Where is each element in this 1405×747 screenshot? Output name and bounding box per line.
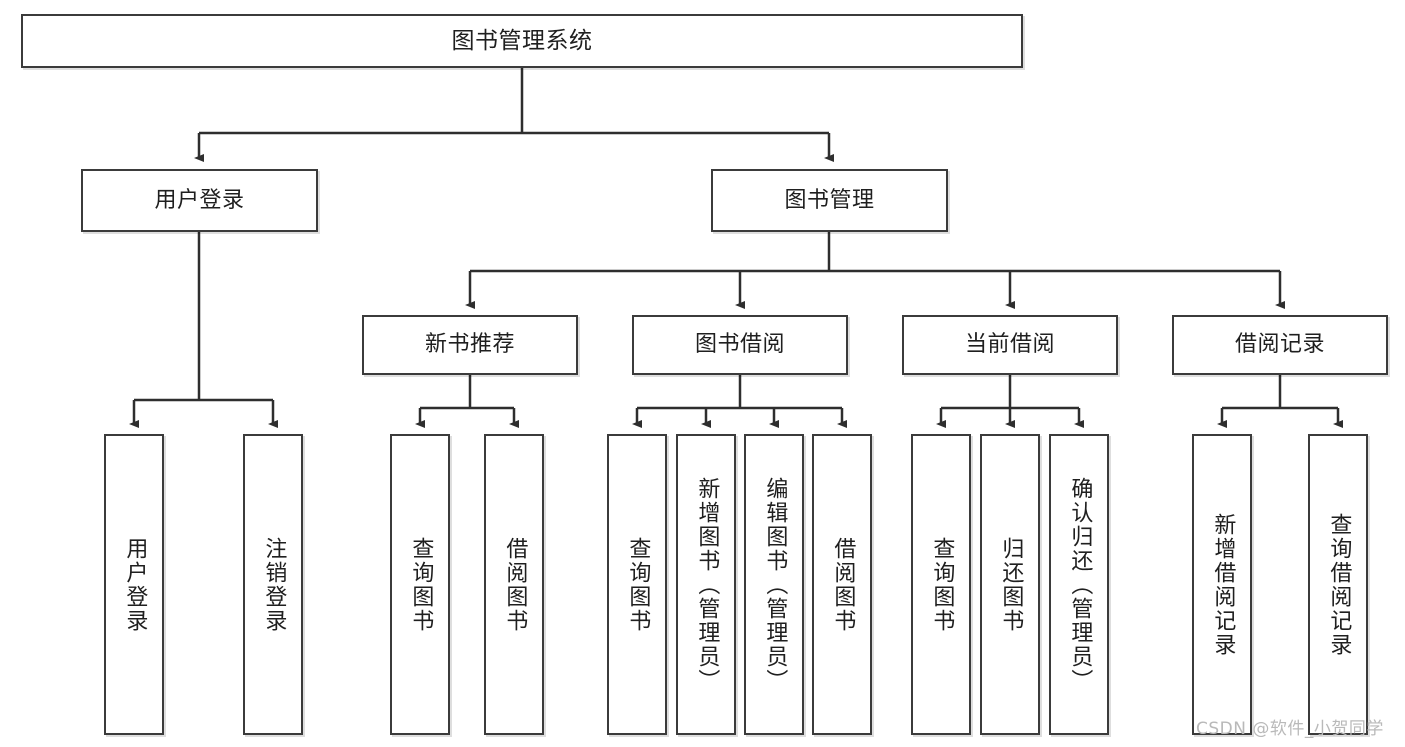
node-leaf-borrow-book-2[interactable]: 借阅图书 [812, 434, 872, 735]
node-label: 查询借阅记录 [1326, 512, 1352, 657]
node-label: 用户登录 [154, 187, 245, 213]
node-label: 确认归还（管理员） [1067, 476, 1093, 693]
node-label: 新增借阅记录 [1210, 512, 1236, 657]
node-label: 编辑图书（管理员） [762, 476, 788, 693]
node-borrow-record[interactable]: 借阅记录 [1172, 315, 1388, 375]
node-leaf-query-book-2[interactable]: 查询图书 [607, 434, 667, 735]
node-label: 当前借阅 [964, 332, 1055, 358]
node-label: 借阅记录 [1234, 332, 1325, 358]
node-label: 归还图书 [998, 536, 1024, 633]
node-label: 新书推荐 [424, 332, 515, 358]
node-book-manage[interactable]: 图书管理 [711, 169, 948, 232]
node-leaf-confirm-return[interactable]: 确认归还（管理员） [1049, 434, 1109, 735]
node-leaf-user-login[interactable]: 用户登录 [104, 434, 164, 735]
node-leaf-add-book[interactable]: 新增图书（管理员） [676, 434, 736, 735]
node-label: 查询图书 [408, 536, 434, 633]
node-label: 用户登录 [122, 536, 148, 633]
node-leaf-logout-login[interactable]: 注销登录 [243, 434, 303, 735]
node-book-borrow[interactable]: 图书借阅 [632, 315, 848, 375]
node-root-book-management-system[interactable]: 图书管理系统 [21, 14, 1023, 68]
node-user-login[interactable]: 用户登录 [81, 169, 318, 232]
node-leaf-query-borrow-record[interactable]: 查询借阅记录 [1308, 434, 1368, 735]
node-leaf-add-borrow-record[interactable]: 新增借阅记录 [1192, 434, 1252, 735]
node-label: 图书管理 [784, 187, 875, 213]
node-label: 借阅图书 [830, 536, 856, 633]
node-label: 图书管理系统 [451, 27, 593, 54]
node-label: 查询图书 [625, 536, 651, 633]
node-leaf-query-book-1[interactable]: 查询图书 [390, 434, 450, 735]
node-leaf-return-book[interactable]: 归还图书 [980, 434, 1040, 735]
node-label: 注销登录 [261, 536, 287, 633]
node-label: 借阅图书 [502, 536, 528, 633]
node-label: 新增图书（管理员） [694, 476, 720, 693]
node-new-book-recommend[interactable]: 新书推荐 [362, 315, 578, 375]
node-current-borrow[interactable]: 当前借阅 [902, 315, 1118, 375]
node-leaf-borrow-book-1[interactable]: 借阅图书 [484, 434, 544, 735]
node-label: 图书借阅 [694, 332, 785, 358]
node-leaf-edit-book[interactable]: 编辑图书（管理员） [744, 434, 804, 735]
node-label: 查询图书 [929, 536, 955, 633]
node-leaf-query-book-3[interactable]: 查询图书 [911, 434, 971, 735]
